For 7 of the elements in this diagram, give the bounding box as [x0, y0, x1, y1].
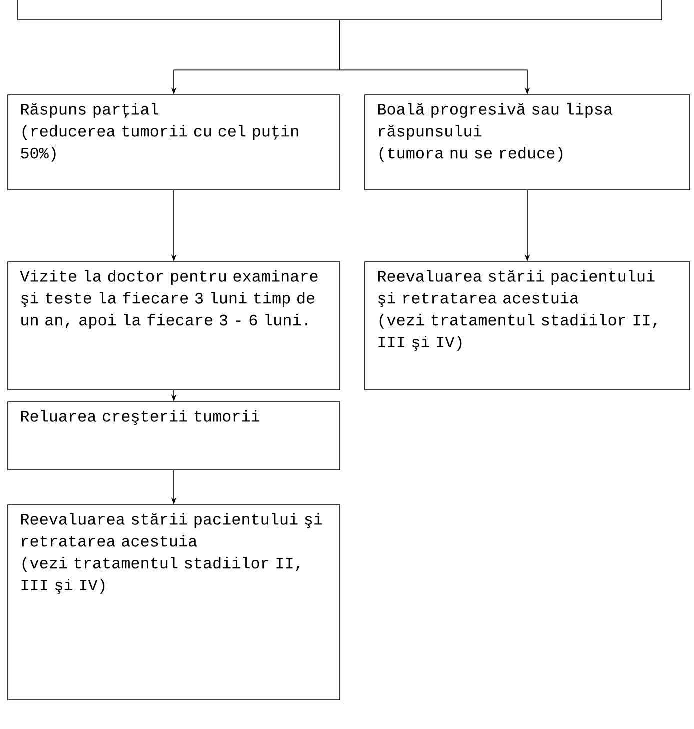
process-box: Reevaluarea stării pacientului şi retratarea acestuia (vezi tratamentul stadiilor II, III şi IV) — [8, 504, 340, 700]
process-box: Boală progresivă sau lipsa răspunsului (tumora nu se reduce) — [364, 94, 690, 190]
process-box: Reevaluarea stării pacientului şi retratarea acestuia (vezi tratamentul stadiilor II, III şi IV) — [364, 262, 690, 390]
process-box: Reluarea creşterii tumorii — [8, 402, 340, 470]
box-bottom — [18, 0, 662, 20]
process-box: Vizite la doctor pentru examinare şi teste la fiecare 3 luni timp de un an, apoi la fiecare 3 - 6 luni. — [8, 262, 340, 390]
process-box: Răspuns parţial (reducerea tumorii cu cel puţin 50%) — [8, 94, 340, 190]
